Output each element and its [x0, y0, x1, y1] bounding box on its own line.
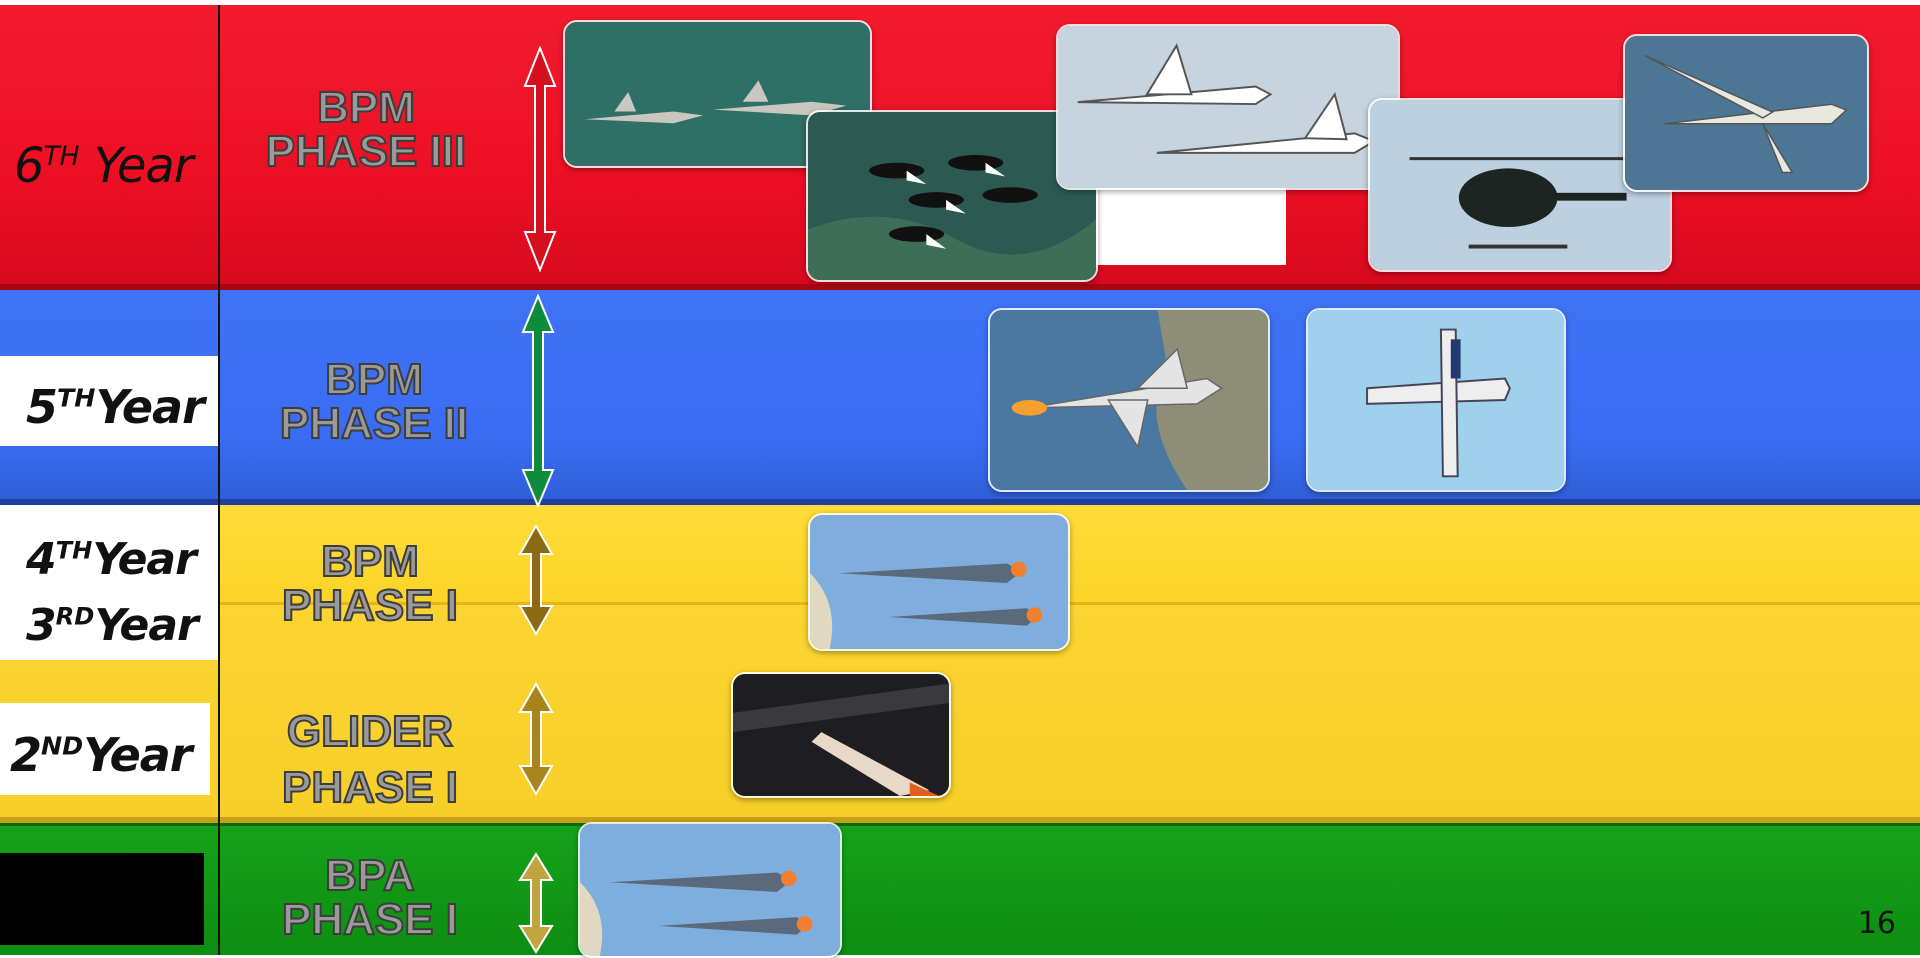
- trainer-pair-icon: [810, 515, 1068, 649]
- jet-formation-icon: [808, 112, 1096, 280]
- slide-number: 16: [1858, 906, 1896, 941]
- double-arrow-icon: [518, 682, 554, 796]
- double-arrow-icon: [523, 46, 557, 272]
- year-label-2: 2NDYear: [10, 728, 192, 782]
- year-label-5: 5THYear: [26, 380, 204, 434]
- business-aircraft-photo: [1056, 24, 1400, 190]
- glider-icon: [733, 674, 949, 796]
- uav-drone-photo: [1623, 34, 1869, 192]
- year-label-4: 4THYear: [26, 534, 196, 585]
- column-divider: [218, 5, 220, 955]
- f16-fighter-photo: [988, 308, 1270, 492]
- double-arrow-icon: [518, 524, 554, 636]
- trainer-pair-photo-2: [578, 822, 842, 958]
- double-arrow-icon: [521, 294, 555, 508]
- turboprop-pair-icon: [1058, 26, 1398, 188]
- drone-icon: [1625, 36, 1867, 190]
- white-patch: [1096, 185, 1286, 265]
- trainer-pair-icon: [580, 824, 840, 956]
- aerobatic-team-photo: [806, 110, 1098, 282]
- fighter-jet-icon: [990, 310, 1268, 490]
- glider-photo: [731, 672, 951, 798]
- year-label-6: 6TH Year: [14, 138, 193, 194]
- year-label-box-1: [0, 853, 204, 945]
- trainer-prop-photo: [1306, 308, 1566, 492]
- trainer-pair-photo: [808, 513, 1070, 651]
- trainer-plane-icon: [1308, 310, 1564, 490]
- year-label-3: 3RDYear: [26, 600, 198, 651]
- double-arrow-icon: [518, 852, 554, 954]
